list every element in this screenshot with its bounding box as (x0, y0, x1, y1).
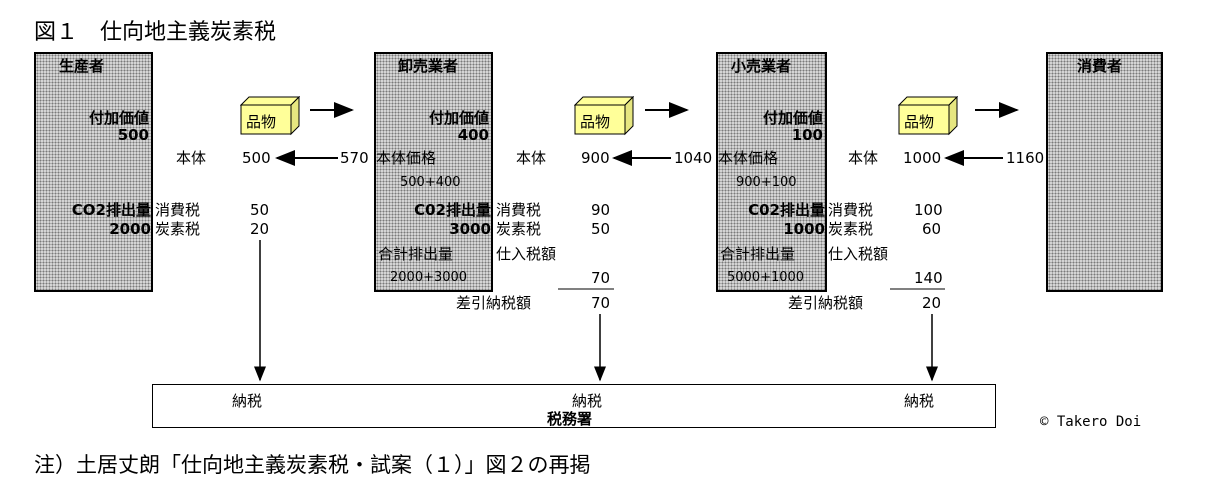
producer-consumption-value: 50 (250, 201, 270, 219)
retailer-total-label: 合計排出量 (720, 245, 796, 263)
retailer-base-label: 本体 (848, 149, 879, 167)
tax-office-pay-3: 納税 (904, 392, 935, 410)
producer-co2-label: CO2排出量 (71, 201, 151, 219)
producer-carbon-value: 20 (250, 220, 270, 238)
retailer-carbon-label: 炭素税 (828, 220, 874, 238)
retailer-net-label: 差引納税額 (788, 294, 864, 312)
retailer-price-in: 1040 (674, 149, 713, 167)
wholesaler-consumption-value: 90 (591, 201, 611, 219)
retailer-co2-label: C02排出量 (748, 201, 825, 219)
producer-name: 生産者 (59, 57, 105, 75)
wholesaler-carbon-label: 炭素税 (496, 220, 542, 238)
wholesaler-co2-value: 3000 (449, 220, 491, 238)
consumer-price-in: 1160 (1006, 149, 1045, 167)
producer-base-value: 500 (242, 149, 271, 167)
retailer-column (716, 52, 827, 292)
wholesaler-column (374, 52, 493, 292)
retailer-consumption-value: 100 (914, 201, 943, 219)
retailer-base-value: 1000 (903, 149, 942, 167)
retailer-total-formula: 5000+1000 (727, 270, 805, 285)
tax-office-box (152, 384, 996, 428)
producer-va-value: 500 (117, 126, 149, 144)
tax-office-pay-1: 納税 (232, 392, 263, 410)
wholesaler-base-label: 本体 (516, 149, 547, 167)
wholesaler-total-label: 合計排出量 (378, 245, 454, 263)
wholesaler-base-value: 900 (581, 149, 610, 167)
wholesaler-co2-label: C02排出量 (414, 201, 491, 219)
wholesaler-input-tax-value: 70 (591, 269, 611, 287)
producer-co2-value: 2000 (109, 220, 151, 238)
goods-label-3: 品物 (904, 113, 935, 131)
wholesaler-base-price-formula: 500+400 (400, 175, 461, 190)
retailer-consumption-label: 消費税 (828, 201, 874, 219)
retailer-co2-value: 1000 (783, 220, 825, 238)
producer-consumption-label: 消費税 (155, 201, 201, 219)
wholesaler-consumption-label: 消費税 (496, 201, 542, 219)
retailer-base-price-label: 本体価格 (718, 149, 779, 167)
footnote: 注）土居丈朗「仕向地主義炭素税・試案（１）」図２の再掲 (34, 453, 591, 477)
wholesaler-carbon-value: 50 (591, 220, 611, 238)
retailer-base-price-formula: 900+100 (736, 175, 797, 190)
producer-column (34, 52, 153, 292)
wholesaler-input-tax-label: 仕入税額 (496, 245, 557, 263)
goods-label-2: 品物 (580, 113, 611, 131)
consumer-column (1046, 52, 1163, 292)
wholesaler-net-value: 70 (591, 294, 611, 312)
retailer-input-tax-value: 140 (914, 269, 943, 287)
retailer-input-tax-label: 仕入税額 (828, 245, 889, 263)
tax-office-name: 税務署 (547, 410, 593, 428)
wholesaler-price-in: 570 (340, 149, 369, 167)
wholesaler-va-value: 400 (457, 126, 489, 144)
figure-title: 図１ 仕向地主義炭素税 (34, 20, 277, 45)
retailer-net-value: 20 (922, 294, 942, 312)
goods-label-1: 品物 (246, 113, 277, 131)
wholesaler-total-formula: 2000+3000 (390, 270, 468, 285)
wholesaler-net-label: 差引納税額 (456, 294, 532, 312)
consumer-name: 消費者 (1077, 57, 1123, 75)
retailer-name: 小売業者 (731, 57, 792, 75)
wholesaler-base-price-label: 本体価格 (376, 149, 437, 167)
retailer-va-label: 付加価値 (762, 109, 823, 127)
retailer-carbon-value: 60 (922, 220, 942, 238)
wholesaler-name: 卸売業者 (398, 57, 459, 75)
producer-va-label: 付加価値 (88, 109, 149, 127)
retailer-va-value: 100 (791, 126, 823, 144)
producer-base-label: 本体 (176, 149, 207, 167)
wholesaler-va-label: 付加価値 (428, 109, 489, 127)
producer-carbon-label: 炭素税 (155, 220, 201, 238)
tax-office-pay-2: 納税 (572, 392, 603, 410)
credit: © Takero Doi (1040, 414, 1142, 430)
